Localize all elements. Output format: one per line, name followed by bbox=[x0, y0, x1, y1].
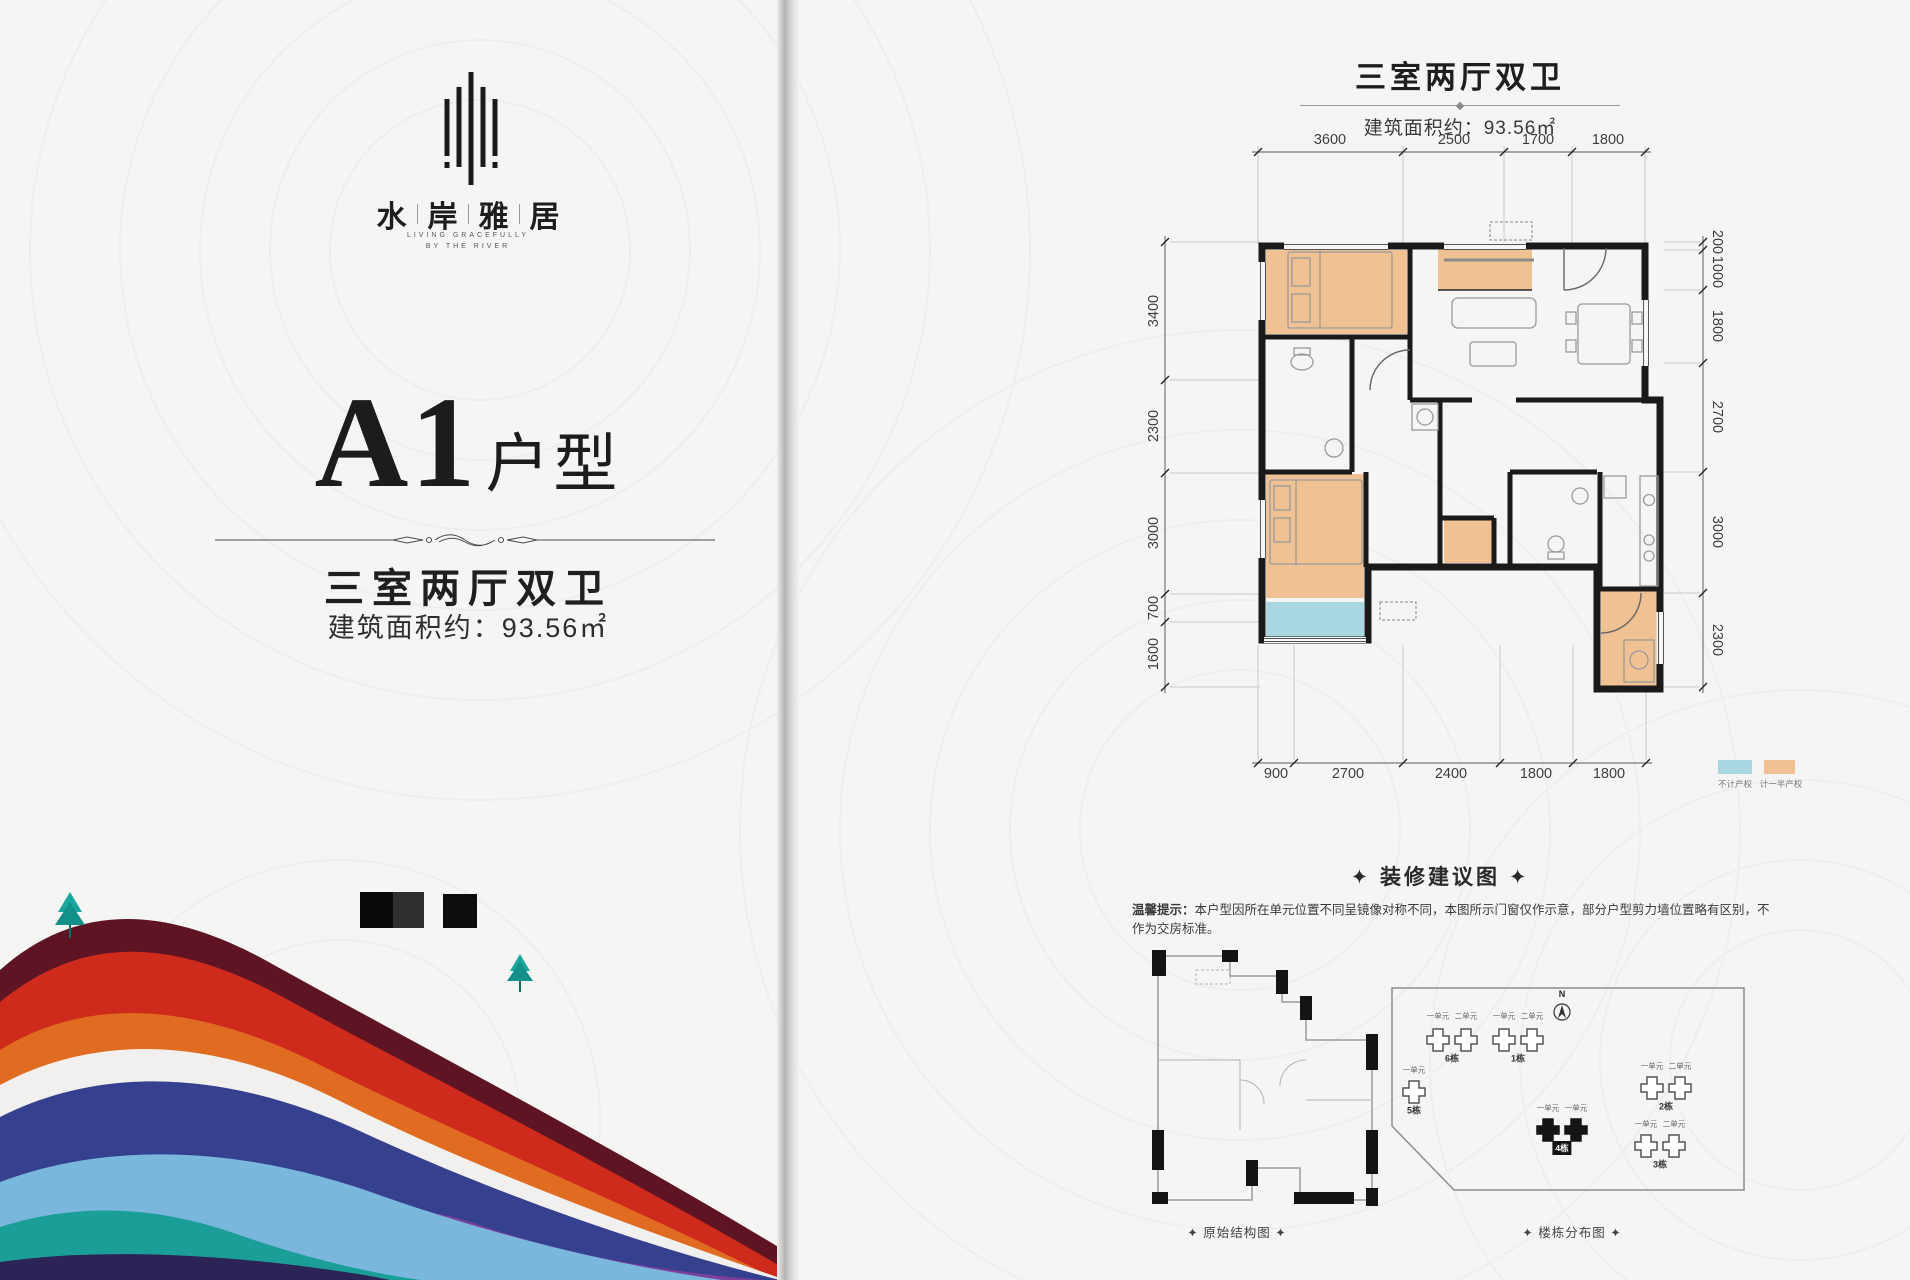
title-underline bbox=[1300, 101, 1620, 110]
unit-label: 二单元 bbox=[1454, 1011, 1478, 1021]
building-number: 6栋 bbox=[1444, 1053, 1460, 1064]
area-text: 建筑面积约：93.56㎡ bbox=[327, 613, 609, 643]
plan-title: 三室两厅双卫 bbox=[1355, 60, 1565, 95]
dim-label-bottom-4: 1800 bbox=[1592, 766, 1626, 782]
brand-tagline: LIVING GRACEFULLY bbox=[406, 232, 530, 239]
plan-area-text: 建筑面积约：93.56㎡ bbox=[1363, 118, 1557, 139]
dim-label-right-0: 200 bbox=[1709, 229, 1725, 255]
dim-label-right-2: 1800 bbox=[1709, 309, 1725, 343]
warm-tip-text: 本户型因所在单元位置不同呈镜像对称不同，本图所示门窗仅作示意，部分户型剪力墙位置… bbox=[1132, 903, 1770, 936]
black-square bbox=[443, 894, 477, 928]
layout-title: 三室两厅双卫 bbox=[324, 567, 612, 611]
unit-label: 一单元 bbox=[1492, 1011, 1516, 1021]
dim-label-bottom-2: 2400 bbox=[1434, 766, 1468, 782]
brand-separator bbox=[416, 204, 418, 224]
floor-plan-drawing bbox=[1160, 146, 1708, 768]
dim-label-top-0: 3600 bbox=[1313, 132, 1347, 148]
original-structure-caption: ✦ 原始结构图 ✦ bbox=[1187, 1226, 1287, 1240]
black-square bbox=[393, 892, 424, 928]
unit-label: 一单元 bbox=[1536, 1103, 1560, 1113]
brand-char: 水 bbox=[376, 201, 407, 234]
legend-swatch-orange bbox=[1764, 760, 1795, 774]
dim-label-top-1: 2500 bbox=[1437, 132, 1471, 148]
brand-separator bbox=[518, 204, 520, 224]
unit-label: 一单元 bbox=[1426, 1011, 1450, 1021]
building-number: 2栋 bbox=[1658, 1101, 1674, 1112]
diamond-ornament bbox=[1455, 101, 1465, 110]
black-square bbox=[360, 892, 393, 928]
original-structure-plan bbox=[1152, 950, 1378, 1206]
door-arcs bbox=[1369, 247, 1642, 634]
unit-label: 一单元 bbox=[1640, 1061, 1664, 1071]
highlighted-building bbox=[1536, 1118, 1588, 1142]
tree-icon bbox=[55, 892, 85, 938]
dim-label-left-2: 3000 bbox=[1146, 516, 1162, 550]
unit-label: 二单元 bbox=[1520, 1011, 1544, 1021]
unit-label: 一单元 bbox=[1402, 1065, 1426, 1075]
legend-label: 计一半产权 bbox=[1759, 779, 1803, 789]
tree-icon bbox=[507, 954, 533, 992]
ornament-divider bbox=[215, 534, 715, 547]
dim-label-left-3: 700 bbox=[1146, 595, 1162, 621]
building-number: 1栋 bbox=[1510, 1053, 1526, 1064]
furniture bbox=[1269, 251, 1659, 683]
site-plan-drawing bbox=[1391, 987, 1745, 1191]
dim-label-top-2: 1700 bbox=[1521, 132, 1555, 148]
panel-divider bbox=[777, 0, 799, 1280]
distribution-caption: ✦ 楼栋分布图 ✦ bbox=[1522, 1226, 1622, 1240]
floor-plan: 3600 2500 1700 1800 3400 2300 3000 700 1… bbox=[1130, 130, 1802, 800]
brand-tagline: BY THE RIVER bbox=[425, 243, 511, 250]
unit-label: 二单元 bbox=[1668, 1061, 1692, 1071]
north-compass-icon bbox=[1553, 1003, 1571, 1021]
legend-label: 不计产权 bbox=[1717, 779, 1753, 789]
warm-tip: 温馨提示：本户型因所在单元位置不同呈镜像对称不同，本图所示门窗仅作示意，部分户型… bbox=[1132, 899, 1777, 937]
dim-label-right-5: 2300 bbox=[1709, 623, 1725, 657]
unit-type-suffix: 户型 bbox=[485, 428, 622, 500]
dim-label-bottom-1: 2700 bbox=[1331, 766, 1365, 782]
dim-label-left-0: 3400 bbox=[1146, 294, 1162, 328]
ac-unit-boxes bbox=[1379, 221, 1533, 621]
unit-label: 一单元 bbox=[1564, 1103, 1588, 1113]
dim-label-bottom-3: 1800 bbox=[1519, 766, 1553, 782]
dim-label-bottom-0: 900 bbox=[1263, 766, 1289, 782]
dim-label-left-4: 1600 bbox=[1146, 637, 1162, 671]
building-number-highlighted: 4栋 bbox=[1552, 1141, 1572, 1155]
dim-label-left-1: 2300 bbox=[1146, 409, 1162, 443]
legend-swatch-blue bbox=[1718, 760, 1752, 774]
unit-label: 二单元 bbox=[1662, 1119, 1686, 1129]
dim-label-right-1: 1000 bbox=[1709, 255, 1725, 289]
dim-label-top-3: 1800 bbox=[1591, 132, 1625, 148]
dim-label-right-4: 3000 bbox=[1709, 515, 1725, 549]
decoration-suggestion-title: ✦ 装修建议图 ✦ bbox=[1350, 866, 1530, 889]
unit-code: A1 bbox=[314, 371, 478, 515]
brand-logo-icon bbox=[444, 72, 498, 185]
brand-separator bbox=[467, 204, 469, 224]
brand-char: 雅 bbox=[478, 201, 509, 234]
building-number: 5栋 bbox=[1406, 1105, 1422, 1116]
building-number: 3栋 bbox=[1652, 1159, 1668, 1170]
brand-char: 居 bbox=[529, 201, 560, 234]
plan-header: 三室两厅双卫 建筑面积约：93.56㎡ bbox=[1300, 52, 1620, 140]
brand-name: 水 岸 雅 居 bbox=[168, 192, 768, 236]
unit-label: 一单元 bbox=[1634, 1119, 1658, 1129]
wave-artwork bbox=[0, 892, 780, 1280]
brand-char: 岸 bbox=[427, 201, 458, 234]
north-label: N bbox=[1558, 989, 1566, 999]
building-distribution-map: N 一单元 二单元 6栋 一单元 二单元 1栋 一单元 5栋 一单元 二单元 2… bbox=[1388, 980, 1750, 1198]
dim-label-right-3: 2700 bbox=[1709, 400, 1725, 434]
warm-tip-label: 温馨提示： bbox=[1132, 903, 1195, 917]
